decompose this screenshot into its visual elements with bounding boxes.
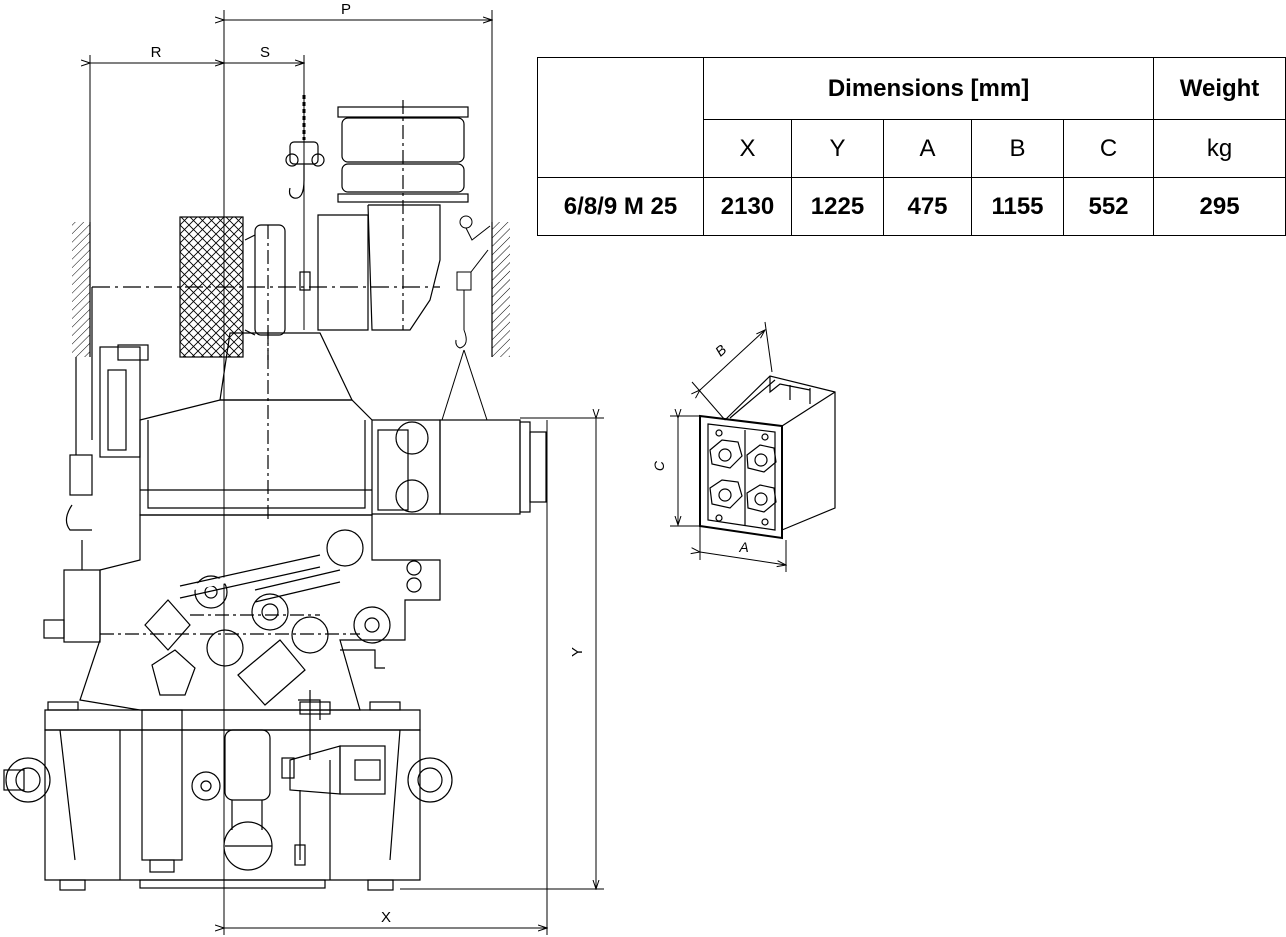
module-label-c: C — [651, 460, 667, 471]
weight-header: Weight — [1153, 57, 1286, 120]
weight-unit: kg — [1153, 119, 1286, 178]
wall-left — [72, 222, 91, 357]
value-a: 475 — [883, 177, 972, 236]
table-corner-cell — [537, 57, 704, 178]
column-header-b: B — [971, 119, 1064, 178]
dimension-label-r: R — [151, 44, 162, 61]
value-x: 2130 — [703, 177, 792, 236]
module-dimension-lines — [670, 321, 786, 572]
crane-hook — [285, 95, 325, 199]
wall-right — [491, 222, 510, 357]
value-y: 1225 — [791, 177, 884, 236]
air-filter-module — [699, 375, 836, 540]
column-header-a: A — [883, 119, 972, 178]
charge-air-cooler-housing — [139, 330, 373, 520]
dimension-label-y: Y — [569, 647, 586, 657]
engine-mid-section — [79, 514, 441, 720]
column-header-c: C — [1062, 119, 1155, 178]
turbocharger — [92, 224, 440, 360]
value-c: 552 — [1062, 177, 1155, 236]
dimension-lines — [90, 10, 604, 935]
column-header-y: Y — [791, 119, 884, 178]
exhaust-outlet — [372, 419, 547, 515]
dimension-label-s: S — [260, 44, 270, 61]
module-label-a: A — [738, 539, 748, 555]
module-label-b: B — [712, 341, 730, 359]
column-header-x: X — [703, 119, 792, 178]
table-row: 6/8/9 M 25 2130 1225 475 1155 552 295 — [537, 177, 1286, 236]
model-cell: 6/8/9 M 25 — [537, 177, 704, 236]
lifting-sling — [441, 215, 491, 421]
value-weight: 295 — [1153, 177, 1286, 236]
dimension-label-p: P — [341, 1, 351, 18]
dimension-label-x: X — [381, 909, 391, 926]
intake-silencer — [317, 100, 469, 331]
dimensions-header: Dimensions [mm] — [702, 57, 1155, 120]
dimensions-table: Dimensions [mm] Weight X Y A B C kg 6/8/… — [537, 57, 1286, 236]
base-frame — [3, 690, 453, 891]
left-equipment — [43, 287, 149, 643]
value-b: 1155 — [971, 177, 1064, 236]
